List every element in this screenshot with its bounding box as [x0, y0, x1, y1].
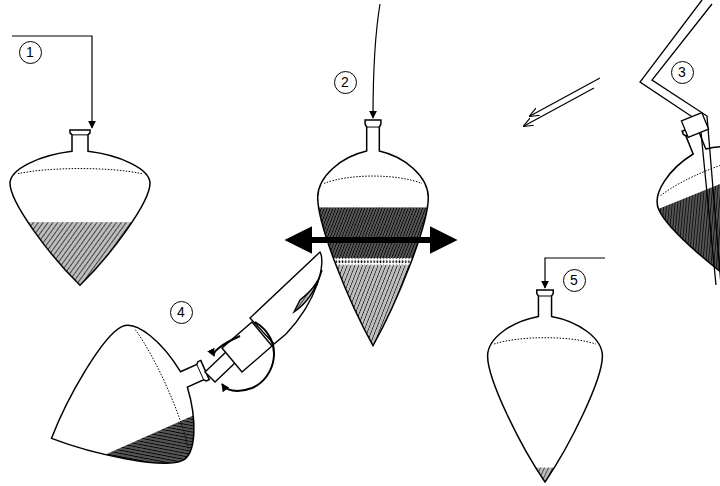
callout-number: 2	[334, 71, 357, 94]
callout-number: 3	[671, 61, 694, 84]
flask-four	[12, 303, 241, 486]
rotary-bulb	[205, 252, 322, 382]
flow-arrows	[524, 78, 600, 126]
flask-two	[310, 120, 436, 350]
callout-number: 3	[678, 65, 686, 79]
callout-number: 5	[563, 269, 586, 292]
siphon-tube	[640, 0, 720, 285]
rotation-arrow	[214, 336, 240, 356]
flask-three	[627, 103, 720, 330]
shake-arrow	[290, 237, 452, 243]
leader-line	[545, 258, 605, 288]
callout-number: 1	[26, 45, 34, 59]
callout-number: 4	[177, 305, 185, 319]
flask-five	[479, 290, 610, 486]
leader-line	[12, 36, 92, 128]
callout-number: 5	[570, 273, 578, 287]
callout-number: 4	[170, 301, 193, 324]
flask-one	[0, 130, 160, 290]
rotation-arrow	[222, 322, 274, 391]
leader-line	[373, 4, 380, 118]
callout-number: 2	[341, 75, 349, 89]
callout-number: 1	[19, 41, 42, 64]
